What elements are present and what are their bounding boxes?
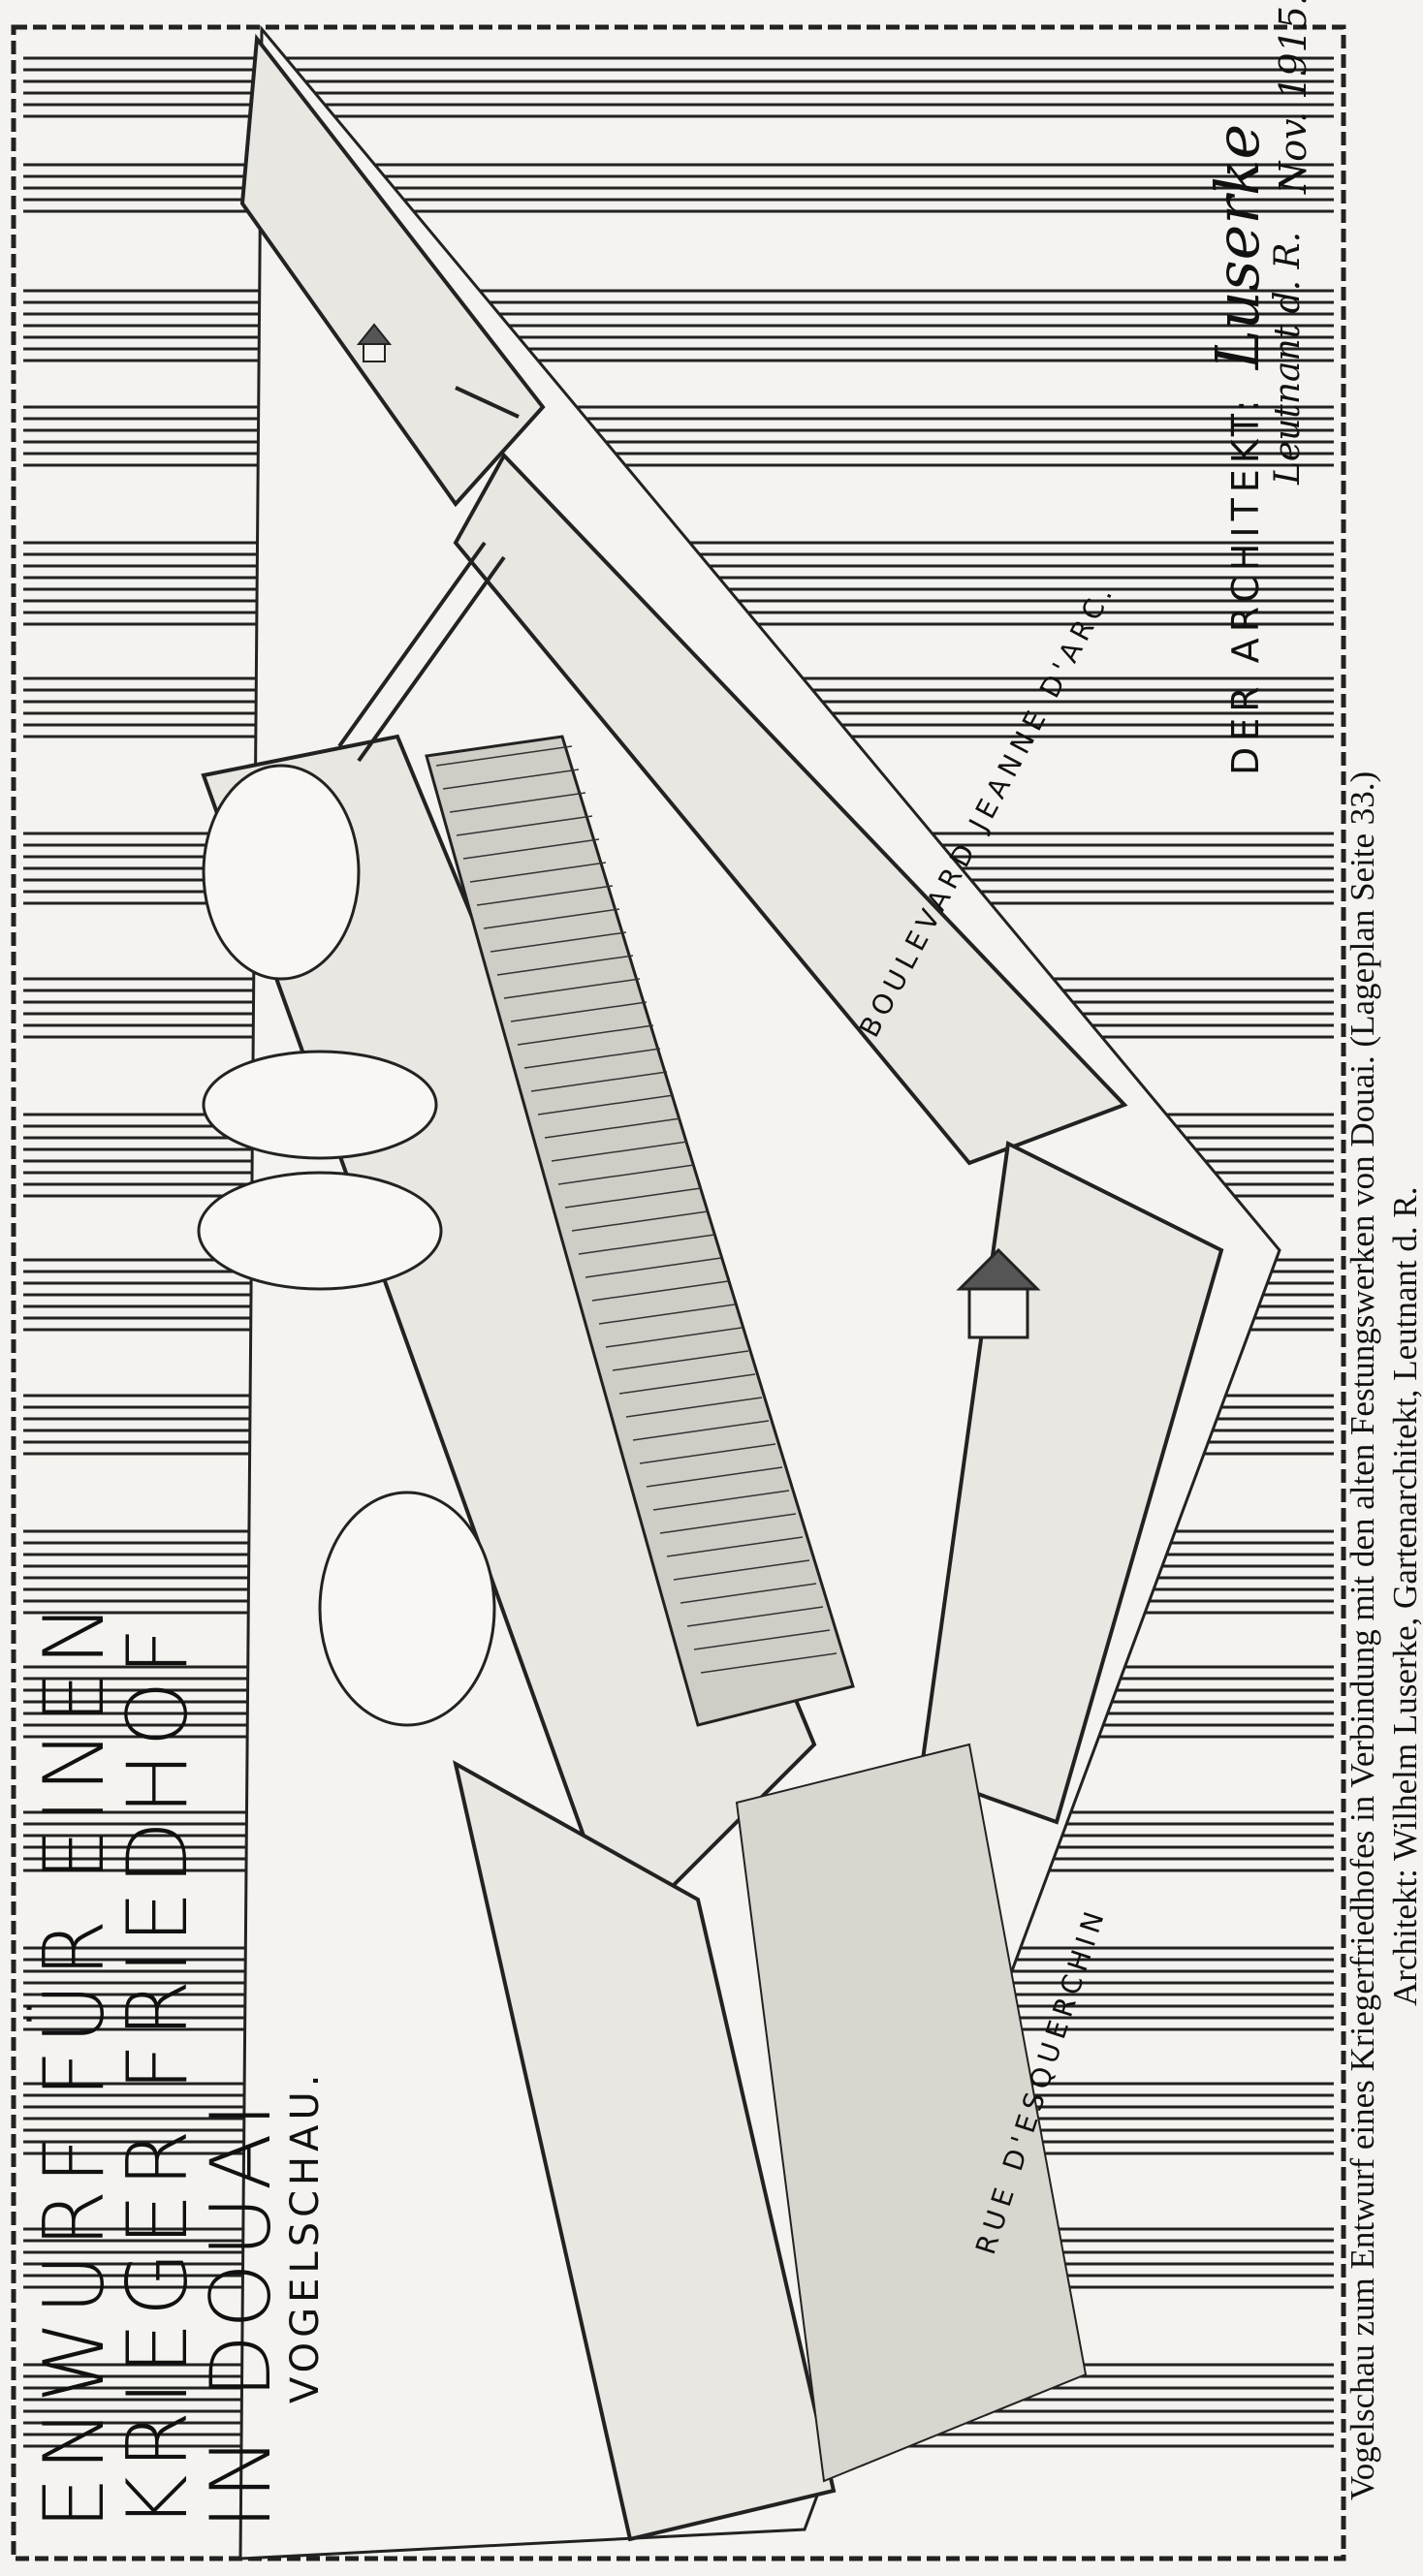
title-line-4: VOGELSCHAU.	[283, 2069, 328, 2403]
stippled-field	[735, 1743, 1088, 2483]
grave-row	[612, 1350, 749, 1371]
architect-block: DER ARCHITEKT: Luserke	[1202, 124, 1273, 775]
grave-row	[680, 1583, 817, 1604]
architect-label: DER ARCHITEKT:	[1224, 393, 1267, 775]
grave-row	[503, 978, 641, 999]
architect-rank: Leutnant d. R.	[1268, 231, 1308, 485]
drawing-title: ENWURF FÜR EINEN KRIEGER FRIEDHOF IN DOU…	[26, 1597, 328, 2529]
caption-line-2: Architekt: Wilhelm Luserke, Gartenarchit…	[1386, 1186, 1423, 2006]
grave-row	[517, 1024, 654, 1046]
architect-signature: Luserke	[1202, 123, 1273, 370]
grave-row	[625, 1397, 763, 1418]
caption-line-1: Vogelschau zum Entwurf eines Kriegerfrie…	[1344, 770, 1381, 2500]
grave-row	[476, 885, 614, 906]
grave-row	[523, 1048, 661, 1069]
grave-row	[578, 1234, 715, 1255]
grave-row	[598, 1304, 736, 1325]
grave-row	[686, 1606, 824, 1627]
grave-row	[510, 1001, 648, 1022]
frame-border	[11, 24, 1346, 2561]
chapel	[956, 1247, 1041, 1339]
cemetery-field	[425, 735, 855, 1727]
grave-row	[456, 815, 593, 836]
grave-row	[652, 1490, 790, 1511]
grave-row	[693, 1629, 831, 1650]
grave-row	[632, 1420, 770, 1441]
grave-row	[659, 1513, 797, 1534]
grave-row	[646, 1466, 783, 1488]
grave-row	[571, 1210, 709, 1232]
grave-row	[469, 862, 607, 883]
grave-row	[673, 1559, 810, 1581]
bridges	[337, 386, 520, 763]
small-monument	[356, 323, 393, 362]
grave-row	[435, 745, 573, 767]
grave-row	[666, 1536, 804, 1557]
grave-row	[605, 1327, 743, 1348]
grave-row	[618, 1373, 756, 1395]
grave-row	[442, 769, 580, 790]
drawing-date: Nov. 1915.	[1272, 0, 1314, 194]
grave-row	[490, 931, 627, 953]
grave-row	[591, 1280, 729, 1302]
grave-row	[483, 908, 620, 929]
grave-row	[564, 1187, 702, 1209]
grave-row	[700, 1652, 838, 1674]
grave-rows	[435, 745, 838, 1674]
grave-row	[530, 1071, 668, 1092]
title-line-1: ENWURF FÜR EINEN	[26, 1597, 123, 2529]
grave-row	[551, 1141, 688, 1162]
title-line-2: KRIEGER FRIEDHOF	[110, 1621, 206, 2529]
tree-groves	[197, 764, 496, 1727]
grave-row	[462, 838, 600, 860]
grave-row	[639, 1443, 776, 1464]
grave-row	[449, 792, 586, 813]
grave-row	[496, 955, 634, 976]
grave-row	[544, 1117, 681, 1139]
grave-row	[537, 1094, 675, 1115]
title-line-3: IN DOUAI	[193, 2096, 290, 2529]
grave-row	[585, 1257, 722, 1278]
grave-row	[557, 1164, 695, 1185]
